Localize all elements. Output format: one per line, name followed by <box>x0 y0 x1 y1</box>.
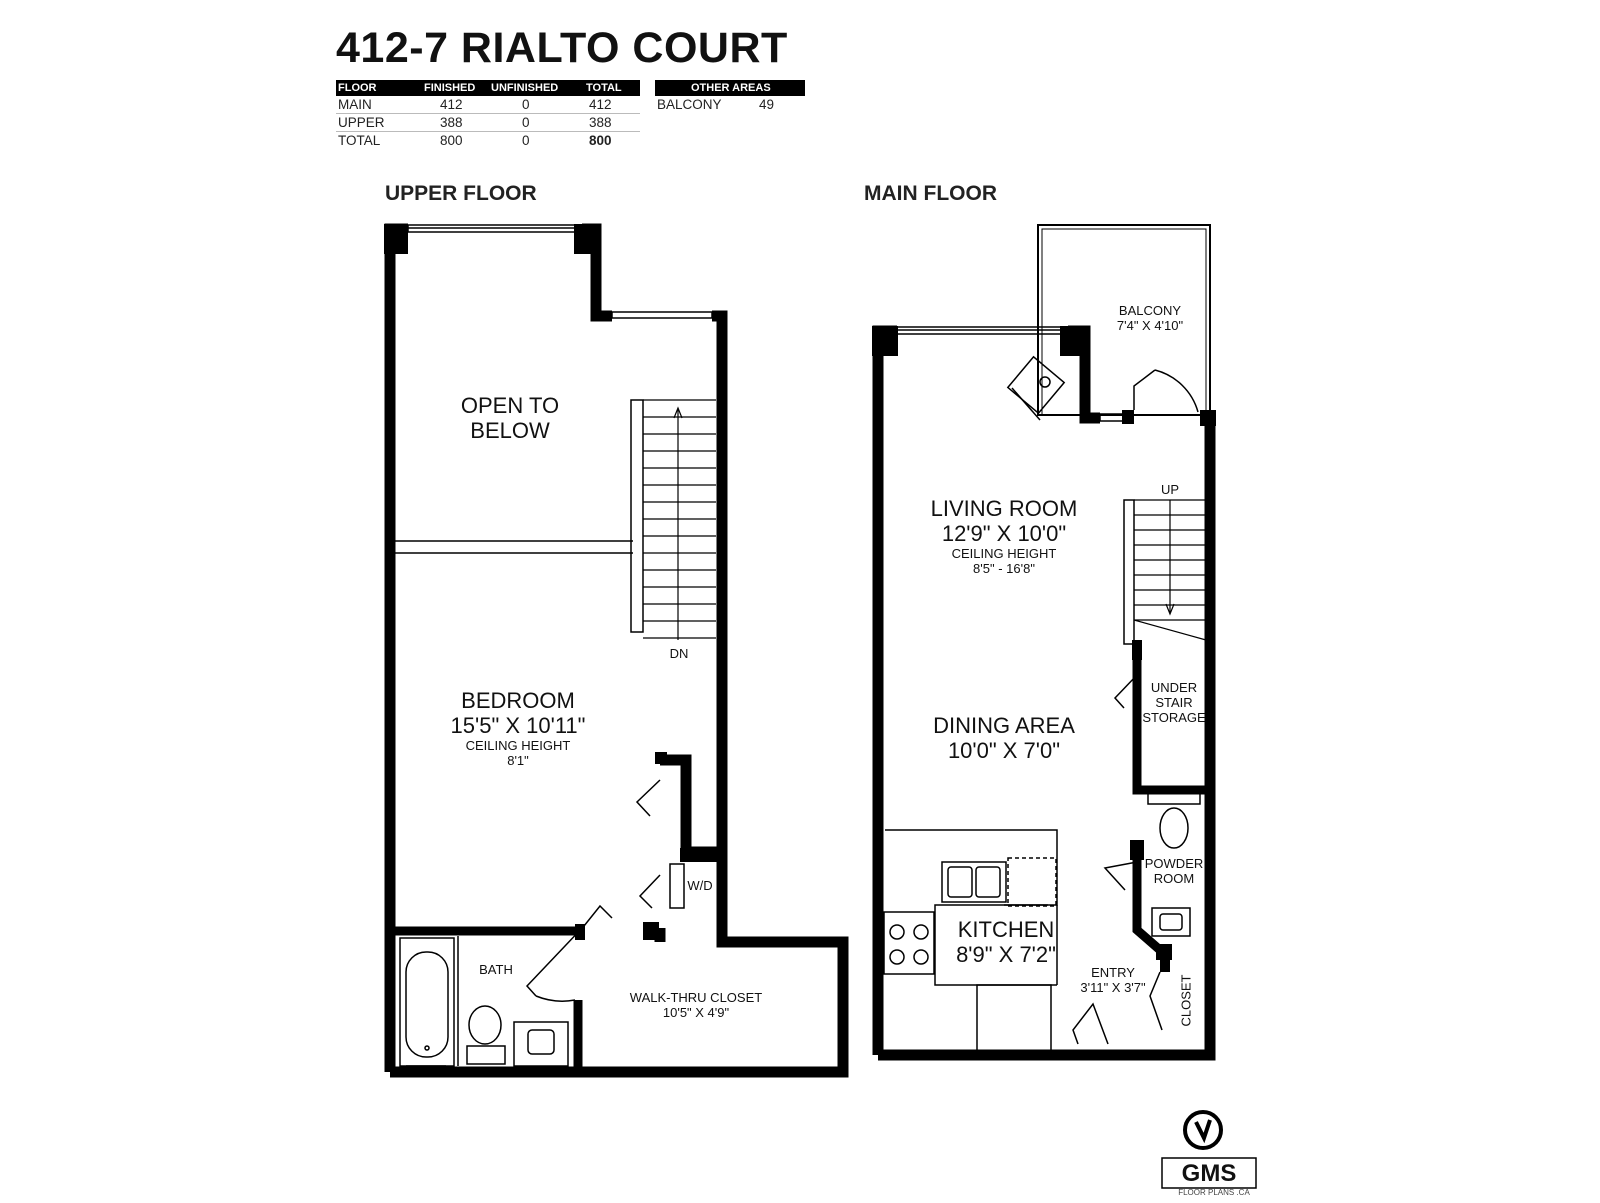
open-to-below-line1: OPEN TO <box>460 393 560 418</box>
gms-logo: GMS FLOOR PLANS .CA <box>1158 1108 1268 1198</box>
cell-total: 412 <box>589 97 612 112</box>
cell-finished: 412 <box>440 97 463 112</box>
kitchen-dims: 8'9" X 7'2" <box>956 942 1056 967</box>
fireplace <box>1006 355 1066 421</box>
cell-unfinished: 0 <box>522 133 530 148</box>
table-row: MAIN 412 0 412 <box>336 96 640 114</box>
area-table: FLOOR FINISHED UNFINISHED TOTAL MAIN 412… <box>336 80 640 149</box>
open-to-below-label: OPEN TO BELOW <box>440 393 580 443</box>
cell-floor: TOTAL <box>338 133 381 148</box>
under-stair-label: UNDER STAIR STORAGE <box>1136 680 1212 725</box>
col-floor: FLOOR <box>338 82 377 94</box>
cell-unfinished: 0 <box>522 115 530 130</box>
closet-label: CLOSET <box>1178 974 1194 1027</box>
under-stair-line1: UNDER <box>1150 680 1198 695</box>
cell-unfinished: 0 <box>522 97 530 112</box>
powder-line2: ROOM <box>1153 871 1195 886</box>
bath-label: BATH <box>479 962 513 977</box>
other-areas-header: OTHER AREAS <box>655 80 805 96</box>
balcony-name: BALCONY <box>1118 303 1182 318</box>
balcony-dims: 7'4" X 4'10" <box>1116 318 1184 333</box>
col-finished: FINISHED <box>424 82 476 94</box>
table-row: TOTAL 800 0 800 <box>336 132 640 149</box>
under-stair-line2: STAIR <box>1155 695 1193 710</box>
walk-thru-dims: 10'5" X 4'9" <box>662 1005 730 1020</box>
wd-label: W/D <box>687 878 713 893</box>
entry-name: ENTRY <box>1091 965 1135 980</box>
cell-floor: MAIN <box>338 97 372 112</box>
other-areas-title: OTHER AREAS <box>691 82 771 94</box>
cell-finished: 800 <box>440 133 463 148</box>
kitchen-label: KITCHEN 8'9" X 7'2" <box>938 917 1074 967</box>
living-ceiling-label: CEILING HEIGHT <box>951 546 1057 561</box>
cell-value: 49 <box>759 97 775 112</box>
main-stairs <box>1123 499 1207 645</box>
cell-total: 800 <box>589 133 612 148</box>
balcony-door <box>1133 369 1199 413</box>
dining-area-label: DINING AREA 10'0" X 7'0" <box>904 713 1104 763</box>
page-title: 412-7 RIALTO COURT <box>336 24 788 72</box>
stair-up-label: UP <box>1160 482 1180 497</box>
kitchen-counters <box>883 829 1058 1054</box>
powder-line1: POWDER <box>1144 856 1204 871</box>
dining-dims: 10'0" X 7'0" <box>947 738 1061 763</box>
area-table-header: FLOOR FINISHED UNFINISHED TOTAL <box>336 80 640 96</box>
cell-finished: 388 <box>440 115 463 130</box>
cell-floor: UPPER <box>338 115 385 130</box>
gms-logo-icon <box>1161 1110 1257 1189</box>
col-unfinished: UNFINISHED <box>491 82 559 94</box>
main-doors <box>1072 674 1163 1045</box>
table-row: UPPER 388 0 388 <box>336 114 640 132</box>
bedroom-dims: 15'5" X 10'11" <box>450 713 586 738</box>
main-floor-title: MAIN FLOOR <box>864 182 997 205</box>
living-dims: 12'9" X 10'0" <box>941 521 1067 546</box>
under-stair-line3: STORAGE <box>1142 710 1206 725</box>
balcony-label: BALCONY 7'4" X 4'10" <box>1100 303 1200 333</box>
living-name: LIVING ROOM <box>930 496 1078 521</box>
cell-name: BALCONY <box>657 97 722 112</box>
logo-subtext: FLOOR PLANS .CA <box>1178 1188 1250 1197</box>
dining-name: DINING AREA <box>933 713 1075 738</box>
entry-label: ENTRY 3'11" X 3'7" <box>1070 965 1156 995</box>
cell-total: 388 <box>589 115 612 130</box>
living-ceiling-value: 8'5" - 16'8" <box>973 561 1035 576</box>
other-areas-table: OTHER AREAS BALCONY 49 <box>655 80 805 113</box>
living-room-label: LIVING ROOM 12'9" X 10'0" CEILING HEIGHT… <box>904 496 1104 576</box>
walk-thru-label: WALK-THRU CLOSET 10'5" X 4'9" <box>616 990 776 1020</box>
powder-fixtures <box>1147 789 1201 937</box>
bath-fixtures <box>399 936 569 1067</box>
upper-doors <box>525 779 685 1002</box>
entry-dims: 3'11" X 3'7" <box>1080 980 1146 995</box>
open-to-below-outline <box>395 540 633 554</box>
bedroom-ceiling-value: 8'1" <box>507 753 529 768</box>
table-row: BALCONY 49 <box>655 96 805 113</box>
upper-floor-title: UPPER FLOOR <box>385 182 537 205</box>
kitchen-name: KITCHEN <box>957 917 1055 942</box>
upper-stairs <box>630 399 716 640</box>
logo-text: GMS <box>1181 1160 1237 1187</box>
col-total: TOTAL <box>586 82 622 94</box>
upper-windows <box>407 224 713 319</box>
bedroom-name: BEDROOM <box>461 688 575 713</box>
powder-room-label: POWDER ROOM <box>1136 856 1212 886</box>
open-to-below-line2: BELOW <box>470 418 550 443</box>
walk-thru-name: WALK-THRU CLOSET <box>629 990 763 1005</box>
bedroom-ceiling-label: CEILING HEIGHT <box>465 738 571 753</box>
bedroom-label: BEDROOM 15'5" X 10'11" CEILING HEIGHT 8'… <box>418 688 618 768</box>
stair-dn-label: DN <box>669 646 689 661</box>
bath-walls <box>390 926 583 1072</box>
